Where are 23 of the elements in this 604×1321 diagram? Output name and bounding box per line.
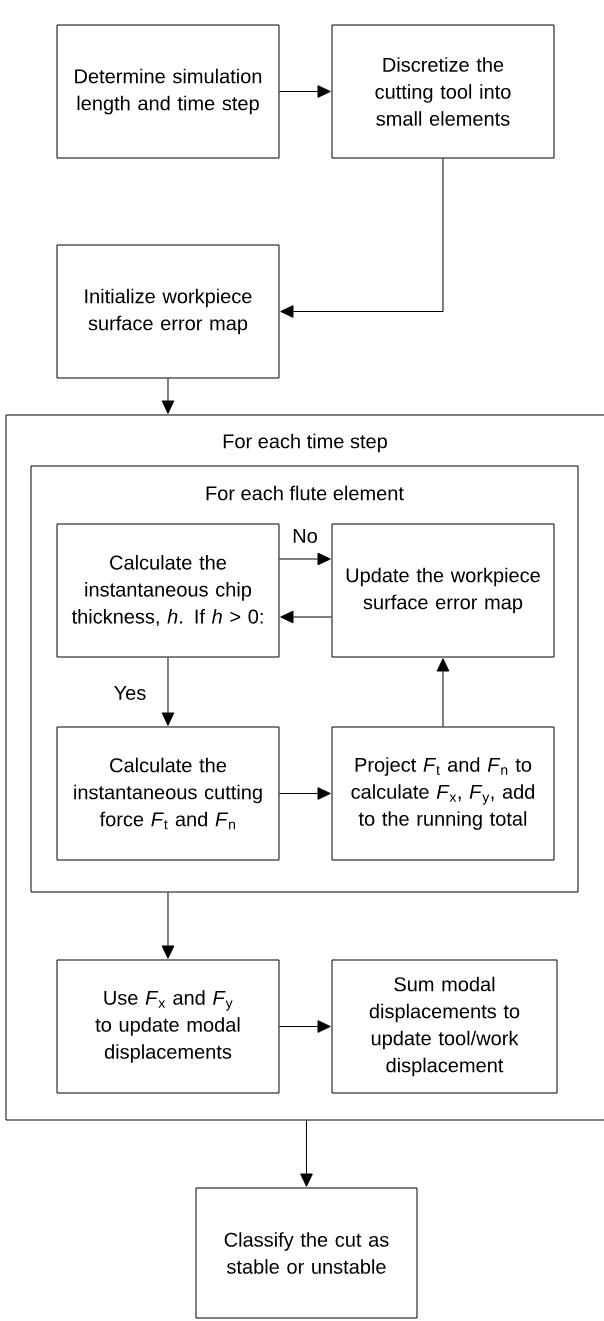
arrow [279, 85, 331, 98]
arrow [279, 1020, 331, 1033]
process-box: Discretize the cutting tool into small elements [331, 24, 555, 159]
arrow [161, 892, 175, 959]
process-box: Update the workpiece surface error map [331, 523, 555, 658]
arrow [279, 552, 331, 566]
process-box: Initialize workpiece surface error map [56, 244, 280, 379]
edge-label: No [291, 528, 319, 544]
arrow [300, 1120, 313, 1187]
arrow [280, 158, 444, 318]
process-box: Determine simulation length and time step [56, 24, 280, 159]
arrow [280, 610, 332, 624]
arrow [436, 658, 450, 727]
process-box: Classify the cut as stable or unstable [195, 1187, 418, 1319]
arrow [279, 787, 331, 800]
process-box: Project F$_{t}$ and F$_{n}$ to calculate F$_{x}$, F$_{y}$, add to the running total [331, 726, 555, 861]
process-box: Calculate the instantaneous chip thickness, h. If h > 0: [56, 523, 280, 658]
arrow [161, 657, 175, 726]
arrow [161, 378, 175, 414]
edge-label: Yes [112, 685, 148, 701]
process-box: Calculate the instantaneous cutting force F$_{t}$ and F$_{n}$ [56, 726, 280, 861]
process-box: Sum modal displacements to update tool/work displacement [331, 959, 558, 1094]
process-box: Use F$_{x}$ and F$_{y}$ to update modal displacements [56, 959, 280, 1094]
